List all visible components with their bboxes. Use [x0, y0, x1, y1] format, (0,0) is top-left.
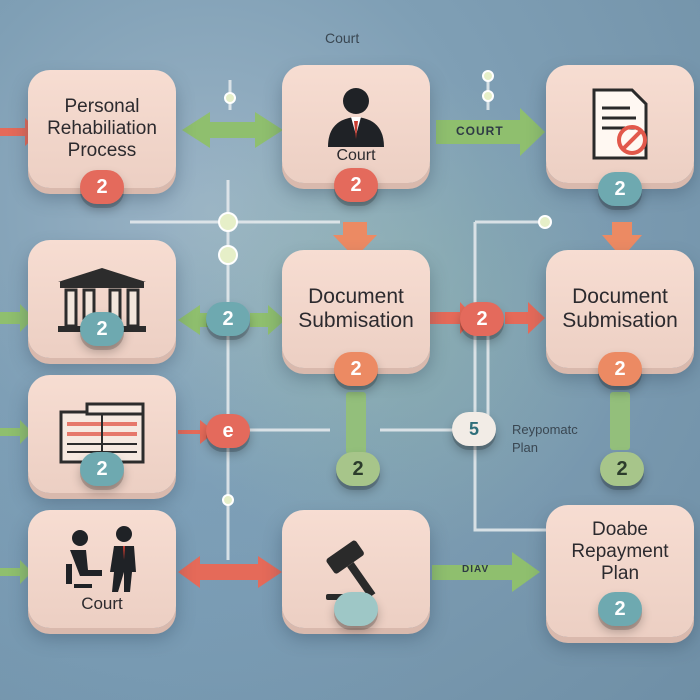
card-court[interactable]: Court: [282, 65, 430, 183]
green-arrow: [0, 304, 34, 332]
card-personal-rehabilitation[interactable]: Personal Rehabiliation Process: [28, 70, 176, 188]
flow-node: 2: [600, 452, 644, 486]
red-arrow: [505, 302, 545, 334]
red-arrow: [178, 420, 215, 444]
card-label-line: Rehabiliation: [47, 118, 157, 140]
card-label-line: Process: [67, 139, 137, 161]
court-arrow-label: COURT: [456, 124, 504, 138]
step-badge: 2: [334, 352, 378, 386]
card-label-line: Submisation: [562, 309, 678, 332]
connector-dot: [482, 70, 494, 82]
card-label: Court: [81, 594, 123, 614]
green-arrow: [0, 420, 32, 444]
vertical-connector: [610, 392, 630, 450]
card-label-line: Repayment: [571, 541, 669, 563]
step-badge: 2: [598, 352, 642, 386]
card-document-submission[interactable]: Document Submisation: [282, 250, 430, 368]
flow-node: 2: [460, 302, 504, 336]
card-court-meeting[interactable]: Court: [28, 510, 176, 628]
step-badge: [334, 592, 378, 626]
connector-dot: [222, 494, 234, 506]
vertical-connector: [346, 392, 366, 454]
step-badge: 2: [80, 312, 124, 346]
step-badge: 2: [80, 452, 124, 486]
card-label-line: Document: [308, 284, 404, 308]
connector-dot: [482, 90, 494, 102]
flow-node: 2: [336, 452, 380, 486]
card-label-line: Plan: [600, 562, 640, 584]
card-label-line: Submisation: [298, 309, 414, 332]
card-document-submission-right[interactable]: Document Submisation: [546, 250, 694, 368]
connector-dot: [224, 92, 236, 104]
step-badge: 2: [598, 172, 642, 206]
repayment-note-line: Plan: [512, 440, 539, 455]
connector-dot: [218, 245, 238, 265]
bottom-arrow-label: DIAV: [462, 564, 490, 575]
flow-node: e: [206, 414, 250, 448]
card-document[interactable]: [546, 65, 694, 183]
header-title: Court: [325, 30, 360, 46]
red-double-arrow: [178, 556, 282, 588]
card-label: Court: [336, 146, 376, 164]
repayment-note-line: Reypomatc: [512, 422, 578, 437]
connector-dot: [538, 215, 552, 229]
green-arrow: [182, 112, 283, 148]
card-repayment-plan[interactable]: Doabe Repayment Plan: [546, 505, 694, 637]
flow-node-five: 5: [452, 412, 496, 446]
step-badge: 2: [80, 170, 124, 204]
judge-person-icon: [328, 87, 384, 147]
down-arrow: [602, 222, 642, 258]
people-meeting-icon: [66, 526, 136, 593]
green-arrow: [178, 305, 210, 335]
card-label-line: Doabe: [592, 519, 648, 541]
card-label-line: Personal: [64, 96, 140, 118]
court-arrow-shape: [436, 108, 545, 156]
bottom-arrow-shape: [432, 552, 540, 592]
step-badge: 2: [334, 168, 378, 202]
green-arrow: [250, 305, 285, 335]
step-badge: 2: [598, 592, 642, 626]
document-icon: [592, 88, 648, 160]
card-label-line: Document: [572, 284, 668, 308]
connector-dot: [218, 212, 238, 232]
down-arrow: [333, 222, 377, 258]
green-arrow: [0, 560, 32, 584]
flow-node: 2: [206, 302, 250, 336]
